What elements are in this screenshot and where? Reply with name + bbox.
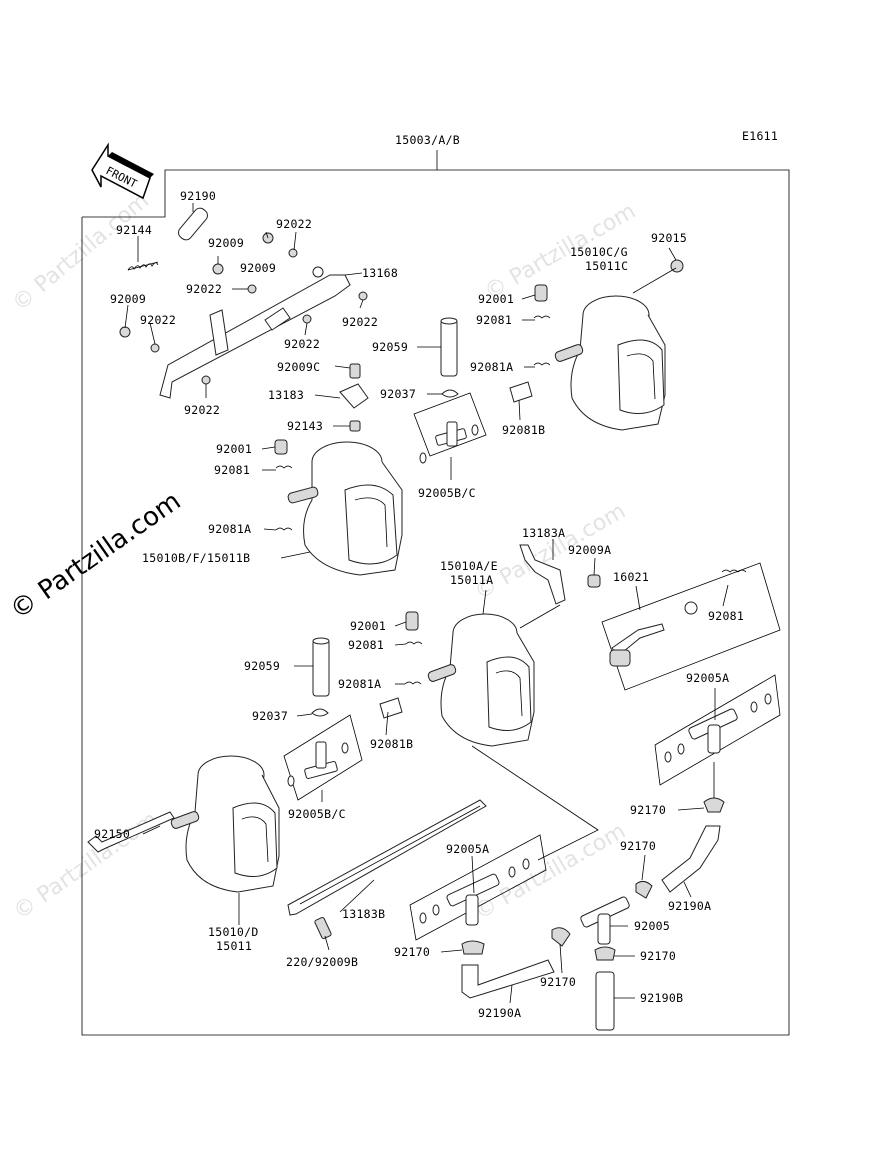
part-label: 15010A/E: [440, 559, 498, 573]
bracket-13183A: [519, 544, 601, 605]
part-label: 15011A: [450, 573, 493, 587]
part-label: 92170: [540, 975, 576, 989]
leader-lines: [124, 203, 729, 1004]
part-label: 92022: [184, 403, 220, 417]
spring-part: [127, 261, 159, 271]
screw-part: [314, 916, 332, 940]
bracket-part: [159, 266, 351, 399]
part-label: 92170: [630, 803, 666, 817]
part-label: 13183A: [522, 526, 565, 540]
part-label: 92081: [214, 463, 250, 477]
part-label: 92022: [186, 282, 222, 296]
watermark-faint: © Partzilla.com: [9, 807, 162, 925]
part-label: 92022: [276, 217, 312, 231]
fasteners-upper-left: [119, 232, 369, 432]
hose-chain-left: [461, 940, 555, 999]
part-label: 15010B/F/15011B: [142, 551, 250, 565]
fitting-box-right: [654, 674, 781, 786]
sensor-assembly: [601, 562, 781, 691]
part-label: 92190B: [640, 991, 683, 1005]
part-label: 92170: [640, 949, 676, 963]
part-label: 92005B/C: [418, 486, 476, 500]
part-label: 92081B: [370, 737, 413, 751]
part-label: 92081: [476, 313, 512, 327]
part-label: 13183B: [342, 907, 385, 921]
part-label: 15010C/G: [570, 245, 628, 259]
part-label: 92081: [348, 638, 384, 652]
part-label: 92059: [244, 659, 280, 673]
linkage-bar-part: [287, 799, 487, 916]
fitting-box-left: [409, 834, 547, 941]
carburetor-upper-right: [509, 259, 684, 431]
part-label: 92015: [651, 231, 687, 245]
part-label: 13168: [362, 266, 398, 280]
tube-part-upper: [440, 317, 458, 377]
part-label: 92022: [284, 337, 320, 351]
part-label: 92059: [372, 340, 408, 354]
carburetor-upper-left: [274, 439, 403, 576]
front-arrow-icon: FRONT: [91, 142, 154, 200]
part-label: 92081A: [338, 677, 381, 691]
part-label: 92005A: [446, 842, 489, 856]
part-label: 92037: [380, 387, 416, 401]
carburetor-middle: [379, 611, 535, 747]
part-label: 92005B/C: [288, 807, 346, 821]
part-label: 16021: [613, 570, 649, 584]
part-label: 92009: [240, 261, 276, 275]
part-label: 92001: [478, 292, 514, 306]
part-label: 92144: [116, 223, 152, 237]
part-label: 92005A: [686, 671, 729, 685]
part-label: 220/92009B: [286, 955, 358, 969]
part-label: 92009C: [277, 360, 320, 374]
part-label: 92150: [94, 827, 130, 841]
diagram-code: E1611: [742, 129, 778, 143]
part-label: 92022: [140, 313, 176, 327]
part-label: 92190A: [478, 1006, 521, 1020]
part-label: 92009: [110, 292, 146, 306]
part-label: 92009: [208, 236, 244, 250]
part-label: 92170: [394, 945, 430, 959]
hose-chain-right: [551, 797, 725, 1031]
part-label: 92009A: [568, 543, 611, 557]
part-label: 13183: [268, 388, 304, 402]
assembly-frame: 15003/A/B: [81, 133, 790, 1036]
tube-part-lower: [312, 637, 330, 697]
part-label: 92001: [350, 619, 386, 633]
part-label: 15010/D: [208, 925, 259, 939]
hose-connection-lines: [471, 745, 715, 861]
part-label: 92190A: [668, 899, 711, 913]
part-labels: 92190 92144 92009 92022 92009 92022 1316…: [94, 189, 744, 1020]
fitting-lower: [283, 708, 363, 801]
part-label: 92170: [620, 839, 656, 853]
fitting-upper: [413, 389, 487, 464]
part-label: 92001: [216, 442, 252, 456]
part-label: 92081A: [208, 522, 251, 536]
pin-part: [178, 207, 208, 241]
assembly-label: 15003/A/B: [395, 133, 460, 147]
part-label: 92081A: [470, 360, 513, 374]
part-label: 92081B: [502, 423, 545, 437]
part-label: 15011: [216, 939, 252, 953]
part-label: 92143: [287, 419, 323, 433]
part-label: 92022: [342, 315, 378, 329]
part-label: 92037: [252, 709, 288, 723]
carburetor-lower-left: [170, 755, 280, 893]
part-label: 92005: [634, 919, 670, 933]
long-bolt-part: [87, 811, 175, 853]
part-label: 92081: [708, 609, 744, 623]
part-label: 15011C: [585, 259, 628, 273]
part-label: 92190: [180, 189, 216, 203]
